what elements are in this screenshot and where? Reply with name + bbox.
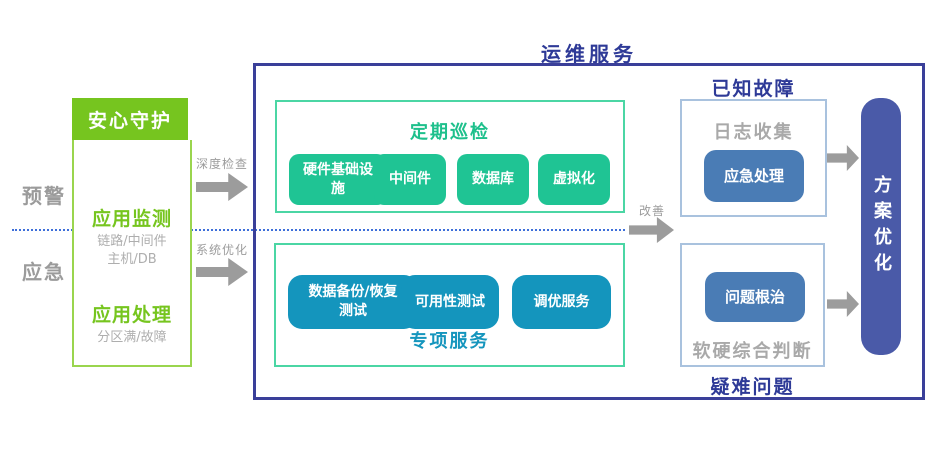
solution-bar: 方案优化 (861, 98, 901, 355)
inspection-item-middleware: 中间件 (374, 154, 446, 205)
dashed-divider-line (12, 229, 625, 231)
deep-check-arrow-icon (196, 173, 248, 201)
inspection-box: 定期巡检 硬件基础设施 中间件 数据库 虚拟化 (275, 100, 625, 213)
solution-bar-text: 方案优化 (871, 174, 892, 279)
known-fault-box: 日志收集 应急处理 (680, 99, 827, 217)
guard-box: 安心守护 应用监测 链路/中间件 主机/DB 应用处理 分区满/故障 (72, 98, 192, 367)
label-emergency: 应急 (22, 260, 66, 284)
special-service-box: 数据备份/恢复测试 可用性测试 调优服务 专项服务 (274, 243, 625, 367)
improve-label: 改善 (638, 204, 665, 218)
app-handle-sub: 分区满/故障 (97, 330, 167, 345)
ops-service-box (253, 63, 925, 400)
app-monitor-sub-line2: 主机/DB (107, 252, 157, 267)
log-collect-label: 日志收集 (713, 122, 794, 143)
app-monitor-title: 应用监测 (91, 208, 172, 230)
root-cure-chip: 问题根治 (705, 272, 805, 322)
guard-box-header: 安心守护 (72, 98, 188, 140)
guard-box-body: 应用监测 链路/中间件 主机/DB 应用处理 分区满/故障 (72, 140, 192, 367)
label-warning: 预警 (22, 184, 66, 208)
inspection-item-database: 数据库 (457, 154, 529, 205)
special-item-tuning: 调优服务 (512, 275, 611, 329)
inspection-item-hardware: 硬件基础设施 (289, 154, 387, 205)
special-item-backup: 数据备份/恢复测试 (288, 275, 418, 329)
system-optimize-label: 系统优化 (195, 243, 248, 257)
special-item-availability: 可用性测试 (401, 275, 499, 329)
inspection-title: 定期巡检 (410, 122, 490, 143)
deep-check-label: 深度检查 (195, 157, 248, 171)
emergency-handle-chip: 应急处理 (704, 150, 804, 202)
known-fault-title: 已知故障 (711, 78, 796, 100)
app-handle-title: 应用处理 (91, 304, 172, 326)
system-optimize-arrow-icon (196, 258, 248, 286)
inspection-item-virtualization: 虚拟化 (538, 154, 610, 205)
special-service-title: 专项服务 (409, 331, 490, 352)
ops-service-title: 运维服务 (541, 42, 637, 66)
difficult-issue-box: 问题根治 软硬综合判断 (680, 243, 825, 367)
difficult-issue-title: 疑难问题 (710, 376, 795, 398)
judge-label: 软硬综合判断 (692, 341, 813, 362)
app-monitor-sub-line1: 链路/中间件 (97, 234, 167, 249)
